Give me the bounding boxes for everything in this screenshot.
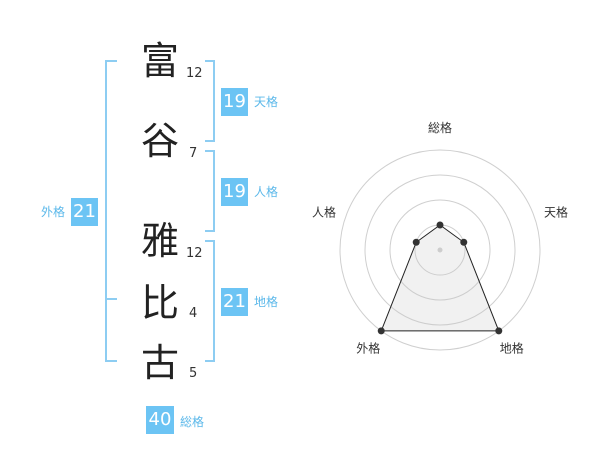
chikaku-bracket: [205, 240, 215, 362]
soukaku-badge: 40: [146, 406, 174, 434]
radar-point-4: [377, 327, 385, 335]
gaikaku-badge: 21: [71, 198, 98, 226]
stroke-count-4: 4: [189, 306, 198, 321]
soukaku-label: 総格: [180, 415, 205, 429]
name-char-3: 雅: [140, 219, 179, 263]
name-char-1: 富: [140, 39, 179, 83]
radar-axis-label-1: 総格: [428, 120, 452, 135]
name-char-2: 谷: [140, 119, 179, 163]
radar-axis-label-2: 天格: [544, 204, 568, 219]
radar-point-5: [412, 238, 420, 246]
name-char-4: 比: [140, 281, 179, 325]
radar-point-2: [460, 238, 468, 246]
tenkaku-badge: 19: [221, 88, 248, 116]
gaikaku-label: 外格: [41, 205, 66, 219]
stroke-count-3: 12: [186, 246, 203, 261]
radar-grid-ring: [364, 174, 516, 326]
jinkaku-label: 人格: [254, 185, 279, 199]
name-char-5: 古: [140, 341, 179, 385]
chikaku-badge: 21: [221, 288, 248, 316]
radar-point-1: [436, 221, 444, 229]
radar-point-3: [495, 327, 503, 335]
jinkaku-bracket: [205, 150, 215, 232]
tenkaku-bracket: [205, 60, 215, 142]
stroke-count-5: 5: [189, 366, 198, 381]
radar-axis-label-5: 人格: [312, 204, 336, 219]
radar-center-dot: [437, 247, 443, 253]
jinkaku-badge: 19: [221, 178, 248, 206]
gaikaku-bracket: [105, 60, 117, 362]
radar-axis-label-4: 外格: [356, 341, 380, 356]
radar-grid-ring: [339, 149, 541, 351]
radar-series-polygon: [380, 224, 500, 332]
chikaku-label: 地格: [254, 295, 279, 309]
stroke-count-1: 12: [186, 66, 203, 81]
radar-grid-ring: [389, 199, 491, 301]
stroke-count-2: 7: [189, 146, 198, 161]
gaikaku-bracket-tick: [107, 298, 117, 300]
radar-axis-label-3: 地格: [500, 341, 524, 356]
tenkaku-label: 天格: [254, 95, 279, 109]
